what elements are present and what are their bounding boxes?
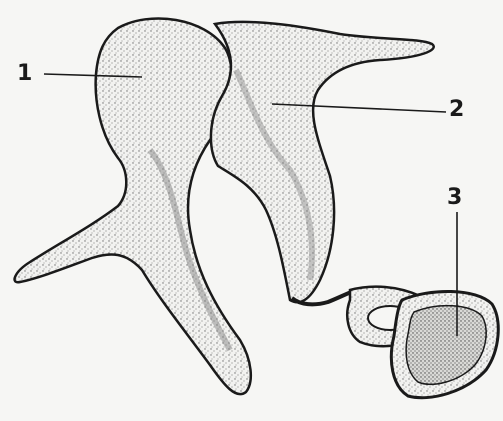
incus-shape xyxy=(211,22,434,302)
label-1: 1 xyxy=(17,63,32,85)
label-2: 2 xyxy=(449,99,464,121)
label-3: 3 xyxy=(447,187,462,209)
